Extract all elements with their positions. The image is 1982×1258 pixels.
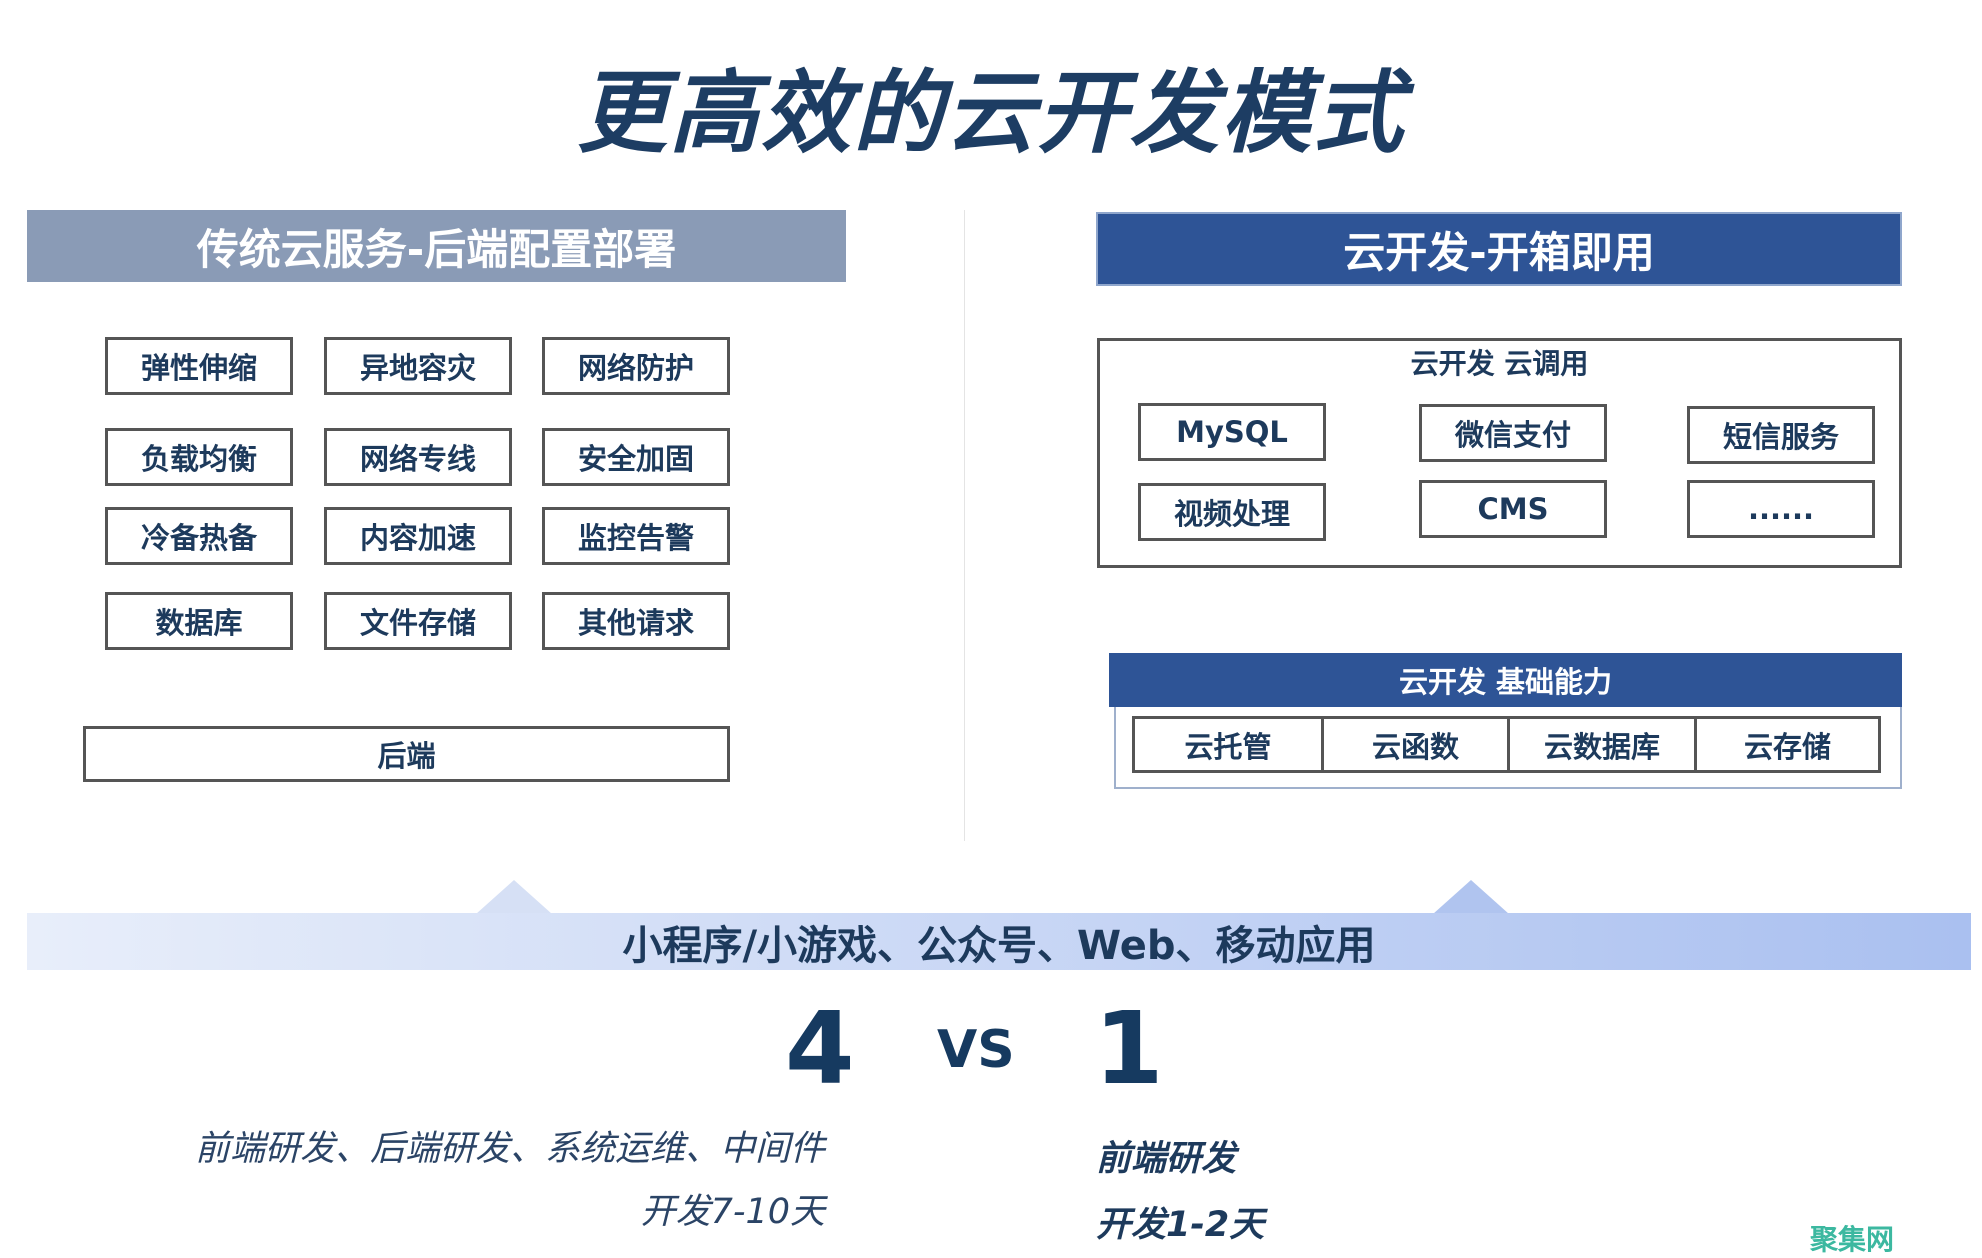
page-title: 更高效的云开发模式 bbox=[577, 61, 1405, 166]
right-desc-1: 前端研发 bbox=[1096, 1139, 1237, 1179]
service-box: 网络防护 bbox=[542, 337, 730, 395]
platform-band: 小程序/小游戏、公众号、Web、移动应用 bbox=[27, 913, 1971, 970]
right-count: 1 bbox=[1094, 990, 1164, 1107]
base-item: 云函数 bbox=[1321, 716, 1510, 773]
watermark-logo: 聚集网 bbox=[1810, 1223, 1895, 1256]
service-box: 数据库 bbox=[105, 592, 293, 650]
cloud-call-item: 视频处理 bbox=[1138, 483, 1326, 541]
service-box: 文件存储 bbox=[324, 592, 512, 650]
service-box: 监控告警 bbox=[542, 507, 730, 565]
cloud-dev-header: 云开发-开箱即用 bbox=[1096, 212, 1902, 286]
cloud-call-item: ...... bbox=[1687, 480, 1875, 538]
left-pointer bbox=[476, 880, 552, 914]
right-desc-2: 开发1-2天 bbox=[1096, 1205, 1265, 1245]
cloud-call-item: 短信服务 bbox=[1687, 406, 1875, 464]
cloud-call-item: 微信支付 bbox=[1419, 404, 1607, 462]
traditional-header: 传统云服务-后端配置部署 bbox=[27, 210, 846, 282]
base-item: 云数据库 bbox=[1507, 716, 1697, 773]
vs-label: VS bbox=[937, 1020, 1015, 1080]
service-box: 内容加速 bbox=[324, 507, 512, 565]
right-pointer bbox=[1433, 880, 1509, 914]
cloud-call-title: 云开发 云调用 bbox=[1410, 347, 1589, 380]
service-box: 冷备热备 bbox=[105, 507, 293, 565]
service-box: 安全加固 bbox=[542, 428, 730, 486]
service-box: 其他请求 bbox=[542, 592, 730, 650]
cloud-call-item: MySQL bbox=[1138, 403, 1326, 461]
left-desc-1: 前端研发、后端研发、系统运维、中间件 bbox=[194, 1129, 825, 1169]
cloud-call-item: CMS bbox=[1419, 480, 1607, 538]
base-item: 云存储 bbox=[1694, 716, 1881, 773]
base-item: 云托管 bbox=[1132, 716, 1324, 773]
service-box: 弹性伸缩 bbox=[105, 337, 293, 395]
service-box: 负载均衡 bbox=[105, 428, 293, 486]
divider bbox=[964, 210, 965, 841]
service-box: 网络专线 bbox=[324, 428, 512, 486]
service-box: 异地容灾 bbox=[324, 337, 512, 395]
base-title: 云开发 基础能力 bbox=[1109, 653, 1902, 707]
backend-box: 后端 bbox=[83, 726, 730, 782]
left-count: 4 bbox=[785, 990, 855, 1107]
left-desc-2: 开发7-10天 bbox=[640, 1192, 825, 1232]
cloud-call-panel bbox=[1097, 338, 1902, 568]
